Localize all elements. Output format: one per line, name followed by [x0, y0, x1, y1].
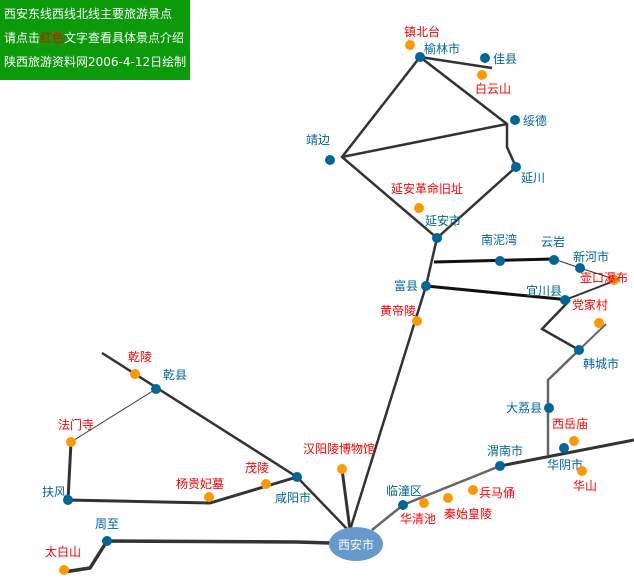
route-line — [546, 349, 580, 455]
scenic-spot-marker — [412, 316, 422, 326]
scenic-spot-marker — [569, 436, 579, 446]
city-marker — [398, 500, 408, 510]
city-marker — [495, 256, 505, 266]
city-marker — [559, 443, 569, 453]
route-line — [340, 468, 352, 531]
city-marker — [421, 281, 431, 291]
scenic-spot-marker — [261, 479, 271, 489]
city-label: 扶风 — [42, 484, 66, 499]
scenic-spot-link[interactable]: 镇北台 — [404, 24, 440, 39]
route-line — [106, 539, 331, 545]
scenic-spot-marker — [414, 203, 424, 213]
city-label: 韩城市 — [583, 356, 619, 371]
scenic-spot-link[interactable]: 秦始皇陵 — [444, 507, 492, 521]
route-line — [341, 122, 508, 159]
city-marker — [495, 461, 505, 471]
city-label: 乾县 — [163, 368, 187, 382]
instruction-post: 文字查看具体景点介绍 — [64, 31, 185, 45]
city-label: 延川 — [521, 171, 545, 185]
city-marker — [574, 345, 584, 355]
city-marker — [151, 384, 161, 394]
route-line — [340, 55, 518, 240]
city-marker — [432, 233, 442, 243]
city-marker — [325, 155, 335, 165]
city-label: 临潼区 — [386, 483, 422, 498]
scenic-spot-link[interactable]: 茂陵 — [245, 461, 269, 475]
city-label: 榆林市 — [424, 41, 460, 56]
scenic-spot-marker — [594, 318, 604, 328]
scenic-spot-link[interactable]: 壶口瀑布 — [580, 270, 628, 285]
city-marker — [544, 403, 554, 413]
scenic-spot-marker — [59, 565, 69, 575]
city-label: 宜川县 — [526, 283, 562, 298]
scenic-spot-link[interactable]: 党家村 — [572, 297, 608, 312]
scenic-spot-link[interactable]: 延安革命旧址 — [391, 181, 463, 196]
city-marker — [480, 53, 490, 63]
scenic-spot-marker — [443, 493, 453, 503]
scenic-spot-marker — [477, 70, 487, 80]
city-label: 周至 — [95, 517, 119, 531]
instruction-pre: 请点击 — [4, 31, 41, 45]
info-title: 西安东线西线北线主要旅游景点 — [4, 7, 173, 21]
scenic-spot-marker — [130, 369, 140, 379]
scenic-spot-link[interactable]: 白云山 — [475, 81, 511, 96]
scenic-spot-link[interactable]: 杨贵妃墓 — [176, 476, 224, 491]
info-box: 西安东线西线北线主要旅游景点 请点击红色文字查看具体景点介绍 陕西旅游资料网20… — [0, 0, 190, 80]
hub-marker — [329, 527, 383, 561]
info-instruction: 请点击红色文字查看具体景点介绍 — [4, 26, 190, 50]
city-label: 渭南市 — [487, 443, 523, 458]
scenic-spot-link[interactable]: 华清池 — [400, 512, 436, 526]
city-label: 佳县 — [493, 52, 517, 66]
scenic-spot-marker — [609, 275, 619, 285]
city-marker — [63, 495, 73, 505]
scenic-spot-link[interactable]: 兵马俑 — [479, 485, 515, 500]
city-label: 靖边 — [306, 133, 330, 147]
scenic-spot-marker — [419, 498, 429, 508]
route-line — [499, 438, 634, 468]
scenic-spot-link[interactable]: 太白山 — [45, 544, 81, 559]
city-marker — [415, 52, 425, 62]
city-marker — [575, 263, 585, 273]
scenic-spot-marker — [468, 485, 478, 495]
hub-label: 西安市 — [338, 537, 374, 552]
city-marker — [292, 472, 302, 482]
route-line — [66, 441, 298, 505]
city-label: 大荔县 — [506, 401, 542, 415]
route-line — [63, 540, 109, 574]
route-line — [564, 280, 615, 301]
instruction-red: 红色 — [40, 31, 65, 45]
route-line — [70, 388, 157, 443]
city-label: 绥德 — [523, 113, 547, 128]
scenic-spot-marker — [405, 40, 415, 50]
city-marker — [511, 162, 521, 172]
scenic-spot-marker — [66, 437, 76, 447]
city-label: 云岩 — [541, 234, 565, 249]
city-label: 咸阳市 — [275, 490, 311, 505]
route-line — [539, 299, 580, 352]
city-label: 南泥湾 — [481, 232, 517, 247]
city-label: 延安市 — [425, 213, 461, 228]
route-line — [578, 323, 607, 351]
scenic-spot-link[interactable]: 汉阳陵博物馆 — [303, 441, 375, 456]
city-marker — [549, 255, 559, 265]
scenic-spot-link[interactable]: 法门寺 — [58, 417, 94, 432]
city-marker — [102, 536, 112, 546]
city-label: 新河市 — [573, 249, 609, 264]
route-line — [433, 257, 555, 264]
city-marker — [510, 115, 520, 125]
scenic-spot-marker — [204, 492, 214, 502]
city-label: 富县 — [394, 278, 418, 293]
city-label: 华阴市 — [547, 457, 583, 472]
info-credit: 陕西旅游资料网2006-4-12日绘制 — [4, 55, 187, 69]
scenic-spot-link[interactable]: 华山 — [573, 479, 597, 493]
scenic-spot-link[interactable]: 黄帝陵 — [380, 303, 416, 318]
city-marker — [560, 295, 570, 305]
scenic-spot-marker — [577, 466, 587, 476]
scenic-spot-link[interactable]: 乾陵 — [128, 350, 152, 364]
route-line — [425, 284, 571, 302]
scenic-spot-marker — [337, 464, 347, 474]
scenic-spot-link[interactable]: 西岳庙 — [552, 417, 588, 431]
